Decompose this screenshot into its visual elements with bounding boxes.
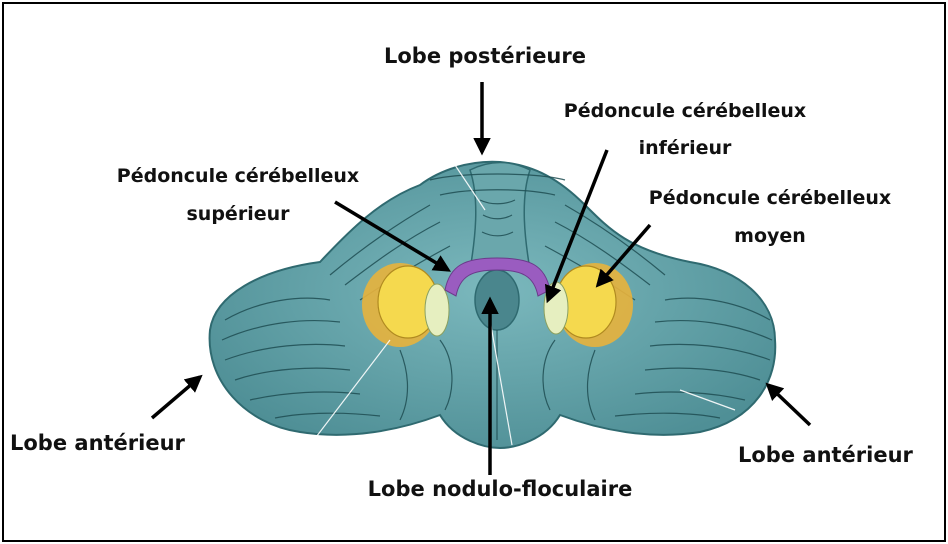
label-lobe-posterieure: Lobe postérieure <box>345 45 625 67</box>
label-lobe-anterieur-right: Lobe antérieur <box>738 444 913 466</box>
label-pedoncule-superieur-line2: supérieur <box>88 203 388 225</box>
label-pedoncule-moyen-line1: Pédoncule cérébelleux <box>620 187 920 209</box>
label-pedoncule-superieur-line1: Pédoncule cérébelleux <box>88 165 388 187</box>
label-lobe-nodulo-floculaire: Lobe nodulo-floculaire <box>340 478 660 500</box>
label-pedoncule-inferieur-line2: inférieur <box>535 137 835 159</box>
arrow-anterior-left <box>152 377 200 418</box>
label-pedoncule-moyen-line2: moyen <box>620 225 920 247</box>
label-lobe-anterieur-left: Lobe antérieur <box>10 432 185 454</box>
arrow-anterior-right <box>768 385 810 425</box>
label-pedoncule-inferieur-line1: Pédoncule cérébelleux <box>535 100 835 122</box>
